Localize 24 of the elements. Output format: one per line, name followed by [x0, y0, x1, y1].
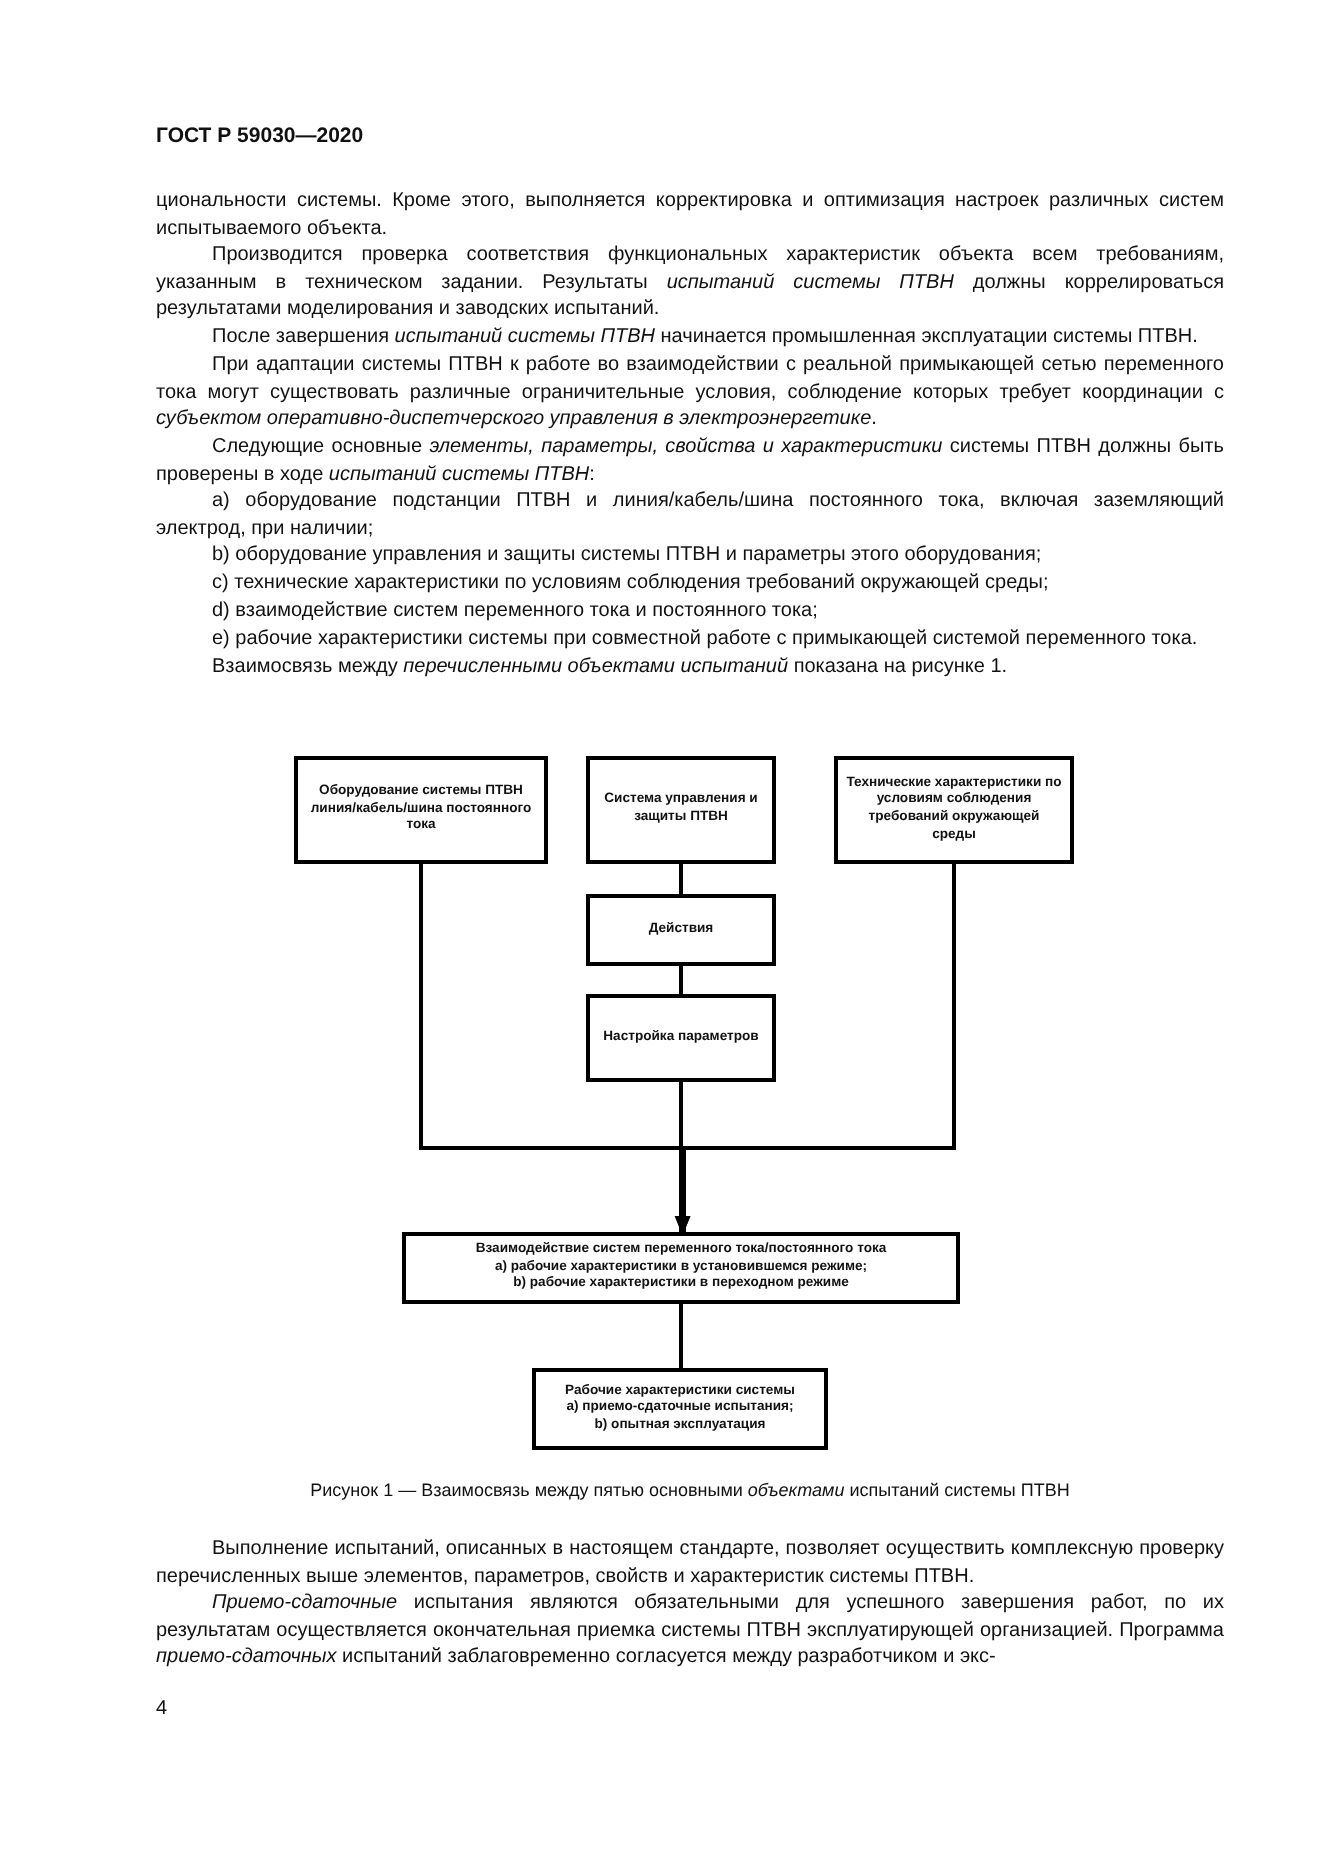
paragraph: Производится проверка соответствия функциональных характеристик объекта всем требованиям, указанным в техническом задании. Результаты испытаний системы ПТВН должны коррелироваться результатами моделирования и заводских испытаний. — [156, 242, 1224, 324]
process-box — [532, 1368, 828, 1450]
list-item: a) оборудование подстанции ПТВН и линия/кабель/шина постоянного тока, включая заземляющий электрод, при наличии; — [156, 488, 1224, 543]
page-number: 4 — [156, 1696, 170, 1724]
paragraph: Взаимосвязь между перечисленными объектами испытаний показана на рисунке 1. — [210, 654, 1010, 682]
paragraph: После завершения испытаний системы ПТВН начинается промышленная эксплуатации системы ПТВН. — [210, 324, 1200, 352]
list-item: c) технические характеристики по условиям соблюдения требований окружающей среды; — [210, 570, 1051, 598]
process-box — [834, 756, 1074, 864]
process-box — [586, 756, 776, 864]
process-box — [294, 756, 548, 864]
process-box — [586, 894, 776, 966]
process-box — [402, 1232, 960, 1304]
paragraph: При адаптации системы ПТВН к работе во взаимодействии с реальной примыкающей сетью переменного тока могут существовать различные ограничительные условия, соблюдение которых требует координации с субъектом оперативно-диспетчерского управления в электроэнергетике. — [156, 352, 1224, 434]
list-item: d) взаимодействие систем переменного тока и постоянного тока; — [210, 598, 820, 626]
paragraph: циональности системы. Кроме этого, выполняется корректировка и оптимизация настроек различных систем испытываемого объекта. — [156, 188, 1224, 243]
paragraph: Следующие основные элементы, параметры, свойства и характеристики системы ПТВН должны быть проверены в ходе испытаний системы ПТВН: — [156, 434, 1224, 489]
process-box — [586, 994, 776, 1082]
list-item: b) оборудование управления и защиты системы ПТВН и параметры этого оборудования; — [210, 542, 1044, 570]
figure-caption: Рисунок 1 — Взаимосвязь между пятью основными объектами испытаний системы ПТВН — [308, 1480, 1072, 1500]
list-item: e) рабочие характеристики системы при совместной работе с примыкающей системой переменного тока. — [210, 626, 1200, 654]
running-header: ГОСТ Р 59030—2020 — [156, 124, 366, 152]
paragraph: Выполнение испытаний, описанных в настоящем стандарте, позволяет осуществить комплексную проверку перечисленных выше элементов, параметров, свойств и характеристик системы ПТВН. — [156, 1536, 1224, 1591]
connector-arrow — [674, 1082, 688, 1232]
paragraph: Приемо-сдаточные испытания являются обязательными для успешного завершения работ, по их результатам осуществляется окончательная приемка системы ПТВН эксплуатирующей организацией. Программа приемо-сдаточных испытаний заблаговременно согласуется между разработчиком и экс- — [156, 1590, 1224, 1672]
